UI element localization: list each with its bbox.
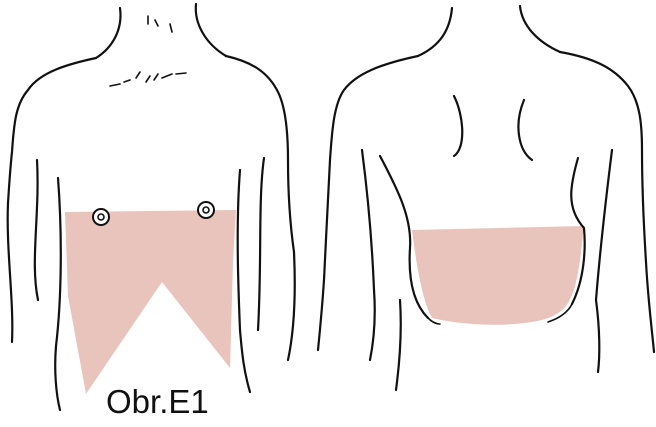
front-clavicle-right xyxy=(162,73,186,78)
front-right-arm-outer xyxy=(288,252,295,360)
front-torso-right xyxy=(238,170,250,392)
front-view xyxy=(8,4,295,410)
right-nipple-icon xyxy=(198,202,214,218)
back-right-scapula xyxy=(518,100,532,160)
front-chin-marks xyxy=(148,16,172,32)
back-neck-left xyxy=(418,8,452,56)
front-neck-left xyxy=(96,8,120,58)
front-torso-left xyxy=(55,178,61,410)
front-left-shoulder xyxy=(8,58,96,203)
back-neck-right xyxy=(520,6,560,52)
back-hip-right xyxy=(596,300,599,372)
back-hip-left xyxy=(396,300,401,390)
back-view xyxy=(318,6,654,390)
left-nipple-icon xyxy=(93,209,109,225)
back-left-arm-inner xyxy=(362,150,375,360)
front-neck-right xyxy=(196,4,226,56)
back-right-arm-inner xyxy=(596,150,612,300)
back-left-scapula xyxy=(454,96,462,156)
figure-caption: Obr.E1 xyxy=(106,382,209,422)
front-sternal-marks xyxy=(136,72,158,82)
back-shaded-region xyxy=(412,226,584,325)
front-left-arm-inner xyxy=(35,160,38,300)
front-clavicle-left xyxy=(110,80,130,86)
front-right-arm-inner xyxy=(258,158,264,330)
front-shaded-region xyxy=(65,210,236,394)
front-left-arm-outer xyxy=(8,203,13,342)
back-right-arm-outer xyxy=(646,262,654,352)
